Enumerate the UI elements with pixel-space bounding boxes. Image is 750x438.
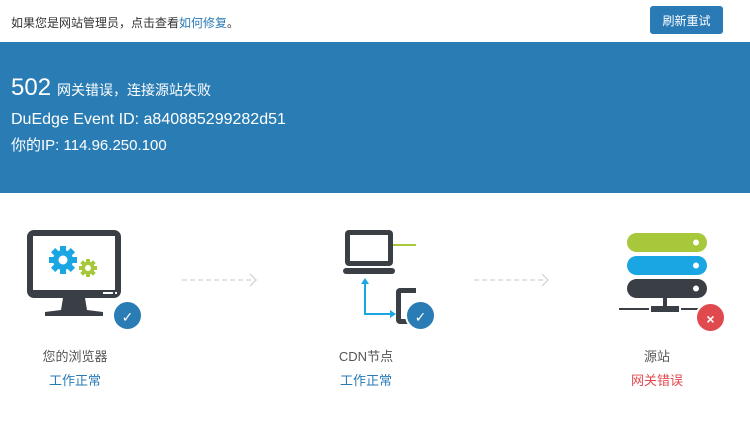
step-name: 您的浏览器 [42,349,108,364]
step-cdn: ✓ CDN节点 工作正常 [291,228,444,388]
how-to-fix-link[interactable]: 如何修复 [179,16,228,30]
step-status: 工作正常 [48,373,101,388]
step-browser: ✓ 您的浏览器 工作正常 [0,228,150,388]
top-bar: 如果您是网站管理员，点击查看如何修复。 刷新重试 [0,0,750,42]
refresh-retry-button[interactable]: 刷新重试 [650,6,723,34]
step-origin: × 源站 网关错误 [582,228,732,388]
error-heading: 502 网关错误，连接源站失败 [11,74,211,102]
check-icon: ✓ [112,300,143,331]
server-stack-icon: × [607,228,726,333]
dashed-arrow-icon [182,273,258,287]
error-x-icon: × [695,302,726,333]
step-name: CDN节点 [338,349,394,364]
event-id: DuEdge Event ID: a840885299282d51 [11,111,286,128]
client-ip: 你的IP: 114.96.250.100 [11,137,167,154]
error-code: 502 [11,74,52,101]
step-status: 工作正常 [339,373,392,388]
monitor-gears-icon: ✓ [25,228,143,331]
admin-notice-suffix: 。 [227,16,240,30]
step-status: 网关错误 [630,373,683,388]
dashed-arrow-icon [474,273,550,287]
admin-notice: 如果您是网站管理员，点击查看如何修复。 [11,14,239,31]
error-message: 网关错误，连接源站失败 [57,82,212,98]
admin-notice-text: 如果您是网站管理员，点击查看 [11,16,180,30]
cdn-network-icon: ✓ [316,228,444,331]
step-name: 源站 [643,349,670,364]
error-banner: 502 网关错误，连接源站失败 DuEdge Event ID: a8408852… [0,42,750,193]
check-icon: ✓ [405,300,436,331]
